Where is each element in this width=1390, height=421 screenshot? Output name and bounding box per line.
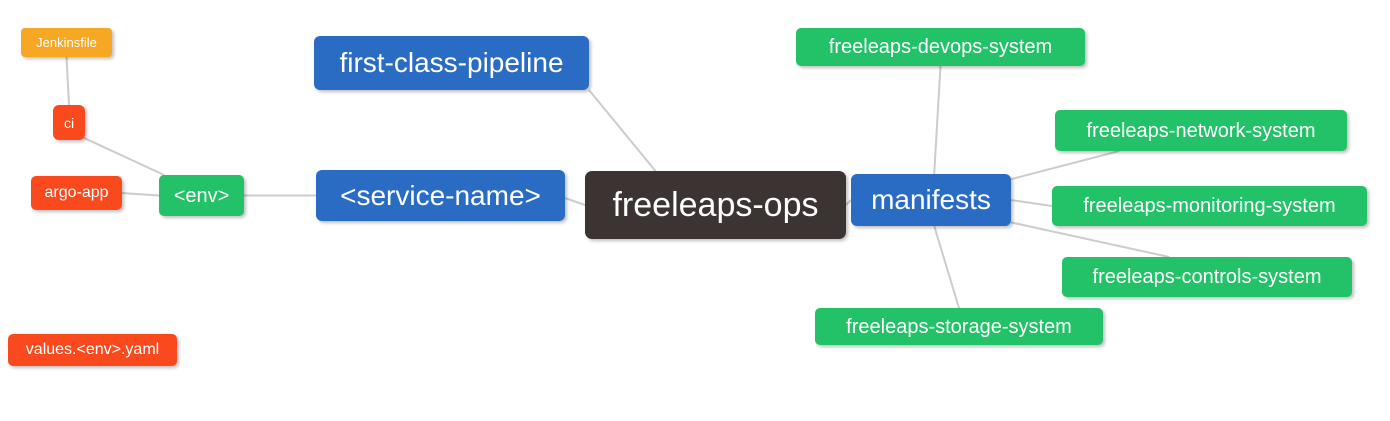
node-ci[interactable]: ci	[53, 105, 85, 140]
node-devops[interactable]: freeleaps-devops-system	[796, 28, 1085, 66]
node-network[interactable]: freeleaps-network-system	[1055, 110, 1347, 151]
node-env[interactable]: <env>	[159, 175, 244, 216]
node-monitoring[interactable]: freeleaps-monitoring-system	[1052, 186, 1367, 226]
edge-freeleaps-ops-manifests	[845, 199, 852, 206]
node-storage[interactable]: freeleaps-storage-system	[815, 308, 1103, 345]
edge-ci-env	[82, 136, 165, 176]
node-first-class-pipeline[interactable]: first-class-pipeline	[314, 36, 589, 90]
edge-manifests-storage	[933, 225, 960, 309]
node-label: freeleaps-network-system	[1086, 119, 1316, 142]
node-label: argo-app	[44, 184, 109, 201]
edge-manifests-monitoring	[1010, 199, 1053, 207]
node-jenkinsfile[interactable]: Jenkinsfile	[21, 28, 112, 57]
node-label: freeleaps-controls-system	[1092, 266, 1322, 288]
node-values-env-yaml[interactable]: values.<env>.yaml	[8, 334, 177, 366]
node-label: freeleaps-storage-system	[846, 315, 1072, 338]
node-label: <env>	[173, 184, 230, 207]
node-freeleaps-ops[interactable]: freeleaps-ops	[585, 171, 846, 239]
edge-service-name-freeleaps-ops	[564, 197, 586, 206]
edge-manifests-network	[1010, 150, 1120, 181]
node-label: values.<env>.yaml	[25, 341, 160, 358]
edge-manifests-devops	[933, 65, 942, 175]
edge-argo-app-env	[121, 192, 160, 197]
node-label: ci	[63, 114, 75, 131]
node-label: Jenkinsfile	[36, 35, 97, 50]
node-label: freeleaps-ops	[612, 186, 819, 224]
node-service-name[interactable]: <service-name>	[316, 170, 565, 221]
node-controls[interactable]: freeleaps-controls-system	[1062, 257, 1352, 297]
edge-jenkinsfile-ci	[65, 56, 70, 106]
node-label: first-class-pipeline	[339, 47, 564, 78]
edge-first-class-pipeline-freeleaps-ops	[588, 89, 657, 172]
node-label: manifests	[871, 184, 991, 215]
node-label: freeleaps-devops-system	[828, 36, 1053, 58]
node-label: freeleaps-monitoring-system	[1083, 195, 1336, 217]
edge-manifests-controls	[1010, 221, 1170, 258]
node-manifests[interactable]: manifests	[851, 174, 1011, 226]
node-argo-app[interactable]: argo-app	[31, 176, 122, 210]
node-label: <service-name>	[340, 179, 541, 211]
